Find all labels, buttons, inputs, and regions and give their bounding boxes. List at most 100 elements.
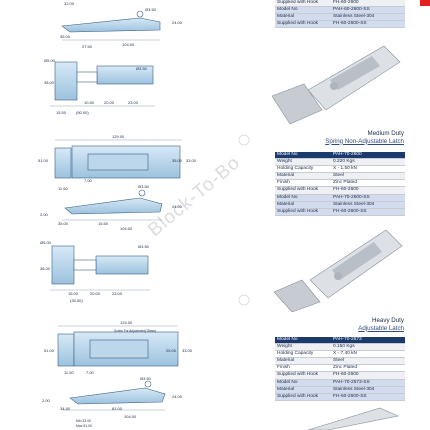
svg-text:Ø3.50: Ø3.50 [138, 244, 150, 249]
svg-text:2.00: 2.00 [42, 398, 51, 403]
svg-text:20.00: 20.00 [104, 100, 115, 105]
svg-text:7.00: 7.00 [86, 370, 95, 375]
svg-text:33.00: 33.00 [182, 348, 193, 353]
spec-label: Material [275, 172, 331, 181]
spec-value: FH-60-2600 [331, 371, 405, 380]
spec-label: Supplied with Hook [275, 186, 331, 195]
spec-label: Model No [275, 337, 331, 345]
technical-drawings: 32.00 Ø3.50 24.00 35.00 27.50 104.00 Ø5.… [38, 1, 250, 428]
spec-value: FH-60-2600-SS [331, 20, 405, 29]
spec-value: X - 7.40 kN [331, 350, 405, 359]
spec-value: Stainless Steel-304 [331, 386, 405, 394]
spec-value: FH-60-2600 [331, 0, 405, 8]
spec-value: 0.220 Kgs [331, 158, 405, 167]
subtitle-heavy: Adjustable Latch [358, 324, 404, 332]
svg-text:Ø3.50: Ø3.50 [145, 7, 157, 12]
svg-text:35.00: 35.00 [172, 158, 183, 163]
svg-text:104.00: 104.00 [122, 42, 135, 47]
spec-label: Finish [275, 179, 331, 188]
corner-accent [420, 0, 430, 6]
subtitle-medium: Spring Non-Adjustable Latch [325, 137, 404, 145]
drawing-front-view-1 [54, 61, 78, 101]
svg-text:35.00: 35.00 [60, 34, 71, 39]
svg-text:Ø5.00: Ø5.00 [44, 58, 56, 63]
svg-text:27.50: 27.50 [82, 44, 93, 49]
spec-value: PAH-60-2600-SS [331, 6, 405, 15]
spec-label: Weight [275, 343, 331, 352]
product-photo-top [271, 45, 401, 125]
svg-text:Ø5.00: Ø5.00 [40, 240, 52, 245]
spec-value: Steel [331, 172, 405, 181]
svg-text:34.50: 34.50 [60, 406, 71, 411]
product-photo-heavy [307, 407, 399, 430]
svg-text:32.00: 32.00 [64, 1, 75, 6]
spec-label: Material [275, 13, 331, 22]
svg-text:Screw For Adjustment(18mm): Screw For Adjustment(18mm) [114, 329, 156, 333]
svg-text:51.00: 51.00 [38, 158, 49, 163]
spec-label: Weight [275, 158, 331, 167]
section-title-medium: Medium Duty Spring Non-Adjustable Latch [272, 130, 404, 145]
drawing-top-view-3 [57, 333, 75, 367]
svg-text:38.00: 38.00 [44, 80, 55, 85]
svg-text:23.00: 23.00 [112, 291, 123, 296]
spec-label: Material [275, 201, 331, 209]
svg-text:24.00: 24.00 [172, 20, 183, 25]
spec-value: Zinc Plated [331, 364, 405, 373]
svg-text:11.50: 11.50 [58, 186, 68, 191]
drawing-side-view-2 [64, 197, 163, 215]
spec-value: FH-60-2600-SS [331, 393, 405, 401]
spec-label: Model No [275, 6, 331, 15]
svg-text:81.00: 81.00 [112, 406, 123, 411]
svg-text:129.00: 129.00 [112, 134, 125, 139]
svg-text:7.00: 7.00 [84, 178, 93, 183]
svg-text:Ø3.50: Ø3.50 [136, 66, 148, 71]
title-heavy: Heavy Duty [372, 317, 404, 324]
spec-label: Supplied with Hook [275, 371, 331, 380]
svg-text:24.00: 24.00 [172, 394, 183, 399]
svg-text:(35.50): (35.50) [70, 298, 83, 303]
spec-label: Model No [275, 379, 331, 387]
svg-text:24.00: 24.00 [172, 204, 183, 209]
svg-text:11.50: 11.50 [64, 370, 74, 375]
spec-label: Material [275, 386, 331, 394]
svg-text:23.00: 23.00 [128, 100, 139, 105]
svg-text:20.00: 20.00 [90, 291, 101, 296]
spec-value: Zinc Plated [331, 179, 405, 188]
svg-text:33.00: 33.00 [186, 158, 197, 163]
svg-text:104.00: 104.00 [120, 226, 133, 231]
spec-value: FH-60-2600 [331, 186, 405, 195]
spec-value: PAH-70-2600 [331, 152, 405, 160]
svg-text:38.00: 38.00 [40, 266, 51, 271]
spec-label: Supplied with Hook [275, 208, 331, 216]
spec-value: FH-60-2600-SS [331, 208, 405, 216]
spec-label: Holding Capacity [275, 350, 331, 359]
drawing-side-view-1 [61, 17, 161, 33]
svg-text:15.50: 15.50 [56, 110, 67, 115]
svg-text:124.00: 124.00 [120, 320, 133, 325]
spec-label: Finish [275, 364, 331, 373]
svg-text:35.00: 35.00 [58, 221, 69, 226]
svg-text:15.50: 15.50 [98, 221, 109, 226]
spec-label: Holding Capacity [275, 165, 331, 174]
product-photo-medium [273, 229, 403, 312]
spec-value: PAH-70-2600-SS [331, 194, 405, 202]
spec-value: Steel [331, 357, 405, 366]
svg-text:Ø3.50: Ø3.50 [140, 376, 152, 381]
svg-text:Max 51.00: Max 51.00 [76, 424, 92, 428]
